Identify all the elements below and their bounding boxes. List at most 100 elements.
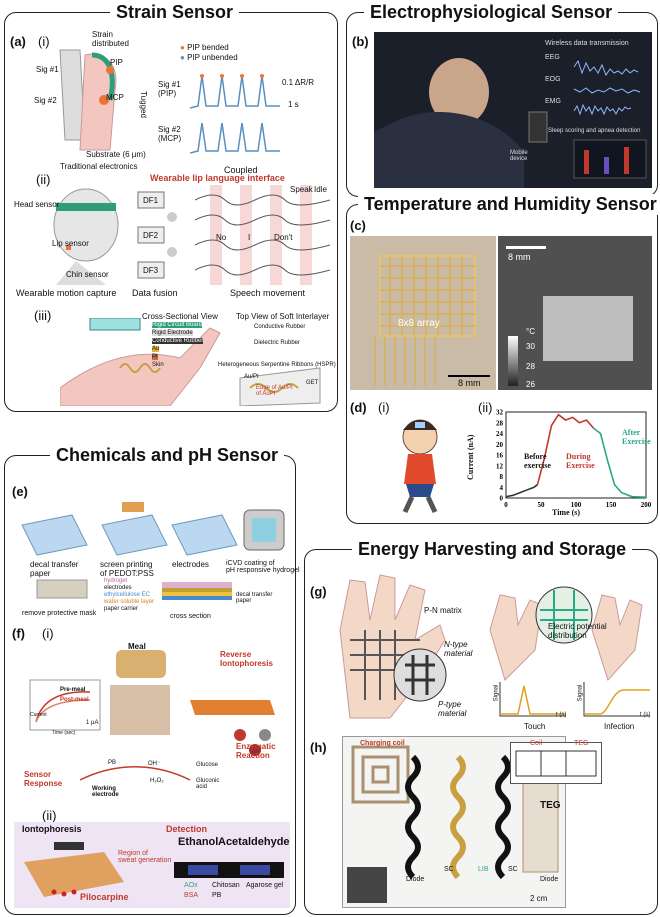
temperature-title: Temperature and Humidity Sensor <box>358 194 660 215</box>
remove-mask-label: remove protective mask <box>22 610 97 617</box>
head-sensor-label: Head sensor <box>14 200 60 209</box>
dielectric-label: Dielectric Rubber <box>254 340 301 346</box>
emg-label: EMG <box>545 98 561 105</box>
sig1-pip-label: Sig #1 (PIP) <box>158 80 181 98</box>
sig1-label: Sig #1 <box>36 65 59 74</box>
wearable-motion-label: Wearable motion capture <box>16 288 117 298</box>
touch-label: Touch <box>524 722 546 731</box>
decal-transfer-label: decal transfer paper <box>30 560 79 578</box>
iontophoresis-label: Iontophoresis <box>22 824 82 834</box>
pn-matrix-hand <box>330 570 654 720</box>
ethanol-sensor-diagram <box>14 822 290 908</box>
paper-label: paper carrier <box>104 606 139 612</box>
chart-xlabel: Time (s) <box>552 508 581 517</box>
gluconic-label: Gluconic acid <box>196 778 220 790</box>
panel-h-label: (h) <box>310 740 327 755</box>
current-axis-label-f: Current <box>30 712 47 718</box>
premeal-label: Pre-meal <box>60 687 86 693</box>
current-chart-series <box>505 413 647 498</box>
ts-label-1: t (s) <box>556 712 567 718</box>
sensor-array-photo <box>350 236 496 390</box>
during-exercise-label: During Exercise <box>566 452 595 470</box>
idle-legend: Idle <box>314 185 327 194</box>
finger-strain-illustration <box>30 30 150 165</box>
strain-signal-traces <box>190 68 280 163</box>
meal-label: Meal <box>128 642 146 651</box>
x-tick-label: 150 <box>606 501 617 509</box>
edge-label: Edge of Au/PI of AuPI <box>256 385 293 397</box>
legend-agarose: Agarose gel <box>246 882 284 889</box>
after-exercise-label: After Exercise <box>622 428 651 446</box>
diode-label-2: Diode <box>540 876 559 883</box>
legend-pb: PB <box>212 892 222 899</box>
cross-section-label-e: cross section <box>170 613 211 620</box>
strain-sensor-title: Strain Sensor <box>110 2 240 23</box>
hand-wrist-illustration <box>60 318 330 406</box>
temp-tick-26: 26 <box>526 380 535 389</box>
head-illustration <box>16 185 126 285</box>
one-ua-label: 1 µA <box>86 720 99 726</box>
x-tick-label: 0 <box>504 501 508 509</box>
word-dont: Don't <box>274 233 293 242</box>
signal-label-2: Signal <box>577 684 584 702</box>
ts-label-2: t (s) <box>640 712 651 718</box>
water-label: water soluble layer <box>104 599 155 605</box>
top-view-label: Top View of Soft Interlayer <box>236 312 330 321</box>
top-conductive-label: Conductive Rubber <box>254 324 306 330</box>
panel-c-label: (c) <box>350 218 366 233</box>
signal-label-1: Signal <box>493 684 500 702</box>
rigid-electrode-label: Rigid Electrode <box>152 330 193 336</box>
icvd-label: iCVD coating of pH responsive hydrogel <box>226 560 300 574</box>
temp-tick-28: 28 <box>526 362 535 371</box>
series-line-0 <box>505 483 538 498</box>
time-sec-label: Time (sec) <box>52 730 76 736</box>
skin-label: Skin <box>152 362 164 368</box>
mcp-label: MCP <box>106 93 124 102</box>
data-fusion-blocks <box>130 190 190 280</box>
legend-chitosan: Chitosan <box>212 882 240 889</box>
sleep-photo <box>374 32 652 188</box>
touch-signal-plot <box>498 680 568 720</box>
ec-label: ethylcellulose EC <box>104 592 151 598</box>
oh-label: OH⁻ <box>148 761 161 767</box>
sig2-mcp-label: Sig #2 (MCP) <box>158 125 182 143</box>
legend-aox: AOx <box>184 882 198 889</box>
series-line-1 <box>536 413 595 485</box>
or0-label: 0.1 ΔR/R <box>282 78 315 87</box>
lib-label: LIB <box>478 866 489 873</box>
before-exercise-label: Before exercise <box>524 452 551 470</box>
lip-sensor-label: Lip sensor <box>52 239 89 248</box>
potential-label: Electric potential distribution <box>548 622 607 640</box>
panel-d-ii-label: (ii) <box>478 400 493 415</box>
y-tick-label: 20 <box>496 441 504 449</box>
word-i: I <box>248 233 251 242</box>
working-electrode-label: Working electrode <box>92 786 119 798</box>
x-tick-label: 50 <box>538 501 546 509</box>
pn-matrix-label: P-N matrix <box>424 606 462 615</box>
panel-f-label: (f) <box>12 626 25 641</box>
panel-f-i-label: (i) <box>42 626 54 641</box>
data-fusion-label: Data fusion <box>132 288 178 298</box>
df3-label: DF3 <box>143 266 159 275</box>
chin-sensor-label: Chin sensor <box>66 270 109 279</box>
postmeal-label: Post-meal <box>60 697 89 703</box>
word-no: No <box>216 233 227 242</box>
enzymatic-label: Enzymatic Reaction <box>236 742 276 760</box>
scale-bar-1-label: 8 mm <box>458 378 481 388</box>
sig2-label: Sig #2 <box>34 96 57 105</box>
electrodes-label: electrodes <box>172 560 209 569</box>
infection-signal-plot <box>582 680 652 720</box>
panel-a-iii-label: (iii) <box>34 308 52 323</box>
array-label: 8x8 array <box>398 318 440 329</box>
chart-ylabel: Current (nA) <box>466 434 475 480</box>
region-label: Region of sweat generation <box>118 850 172 864</box>
traditional-label: Traditional electronics <box>60 162 138 171</box>
current-chart-axes <box>505 411 647 499</box>
x-tick-label: 200 <box>641 501 652 509</box>
y-tick-label: 24 <box>496 430 504 438</box>
panel-d-label: (d) <box>350 400 367 415</box>
ptype-label: P-type material <box>438 700 467 718</box>
au-label: Au <box>152 346 160 352</box>
hspr-label: Heterogeneous Serpentine Ribbons (HSPR) <box>218 362 336 368</box>
